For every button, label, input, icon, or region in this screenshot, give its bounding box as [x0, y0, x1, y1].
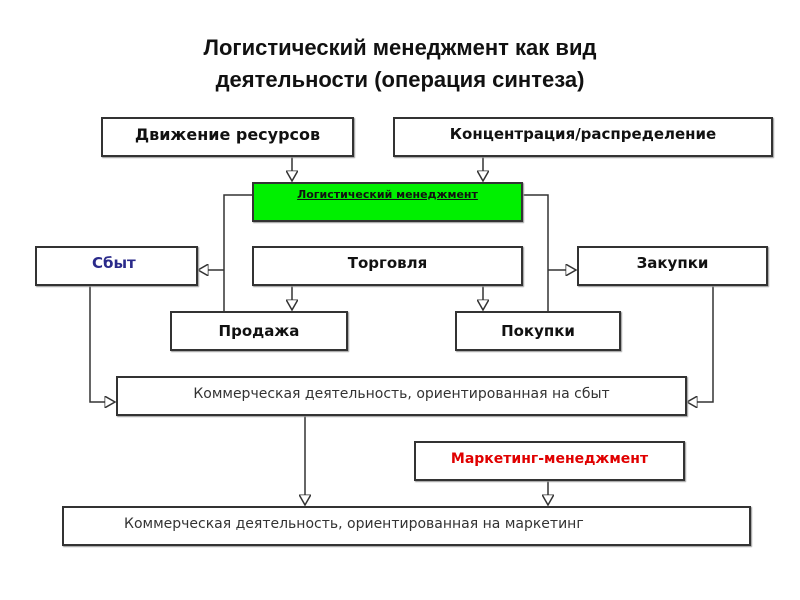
node-purchases: Покупки — [455, 311, 621, 351]
node-concentration: Концентрация/распределение — [393, 117, 773, 157]
node-commerce-sales: Коммерческая деятельность, ориентированн… — [116, 376, 687, 416]
arrow-procurement-commerce — [687, 285, 714, 402]
node-logistics: Логистический менеджмент — [252, 182, 523, 222]
arrow-sales-commerce — [89, 285, 115, 402]
node-marketing: Маркетинг-менеджмент — [414, 441, 685, 481]
node-trade: Торговля — [252, 246, 523, 286]
diagram-title: Логистический менеджмент как вид деятель… — [0, 32, 800, 96]
node-movement: Движение ресурсов — [101, 117, 354, 157]
node-sales: Сбыт — [35, 246, 198, 286]
node-procurement: Закупки — [577, 246, 768, 286]
title-line-1: Логистический менеджмент как вид — [203, 35, 597, 60]
title-line-2: деятельности (операция синтеза) — [215, 67, 585, 92]
node-commerce-marketing: Коммерческая деятельность, ориентированн… — [62, 506, 751, 546]
node-selling: Продажа — [170, 311, 348, 351]
line-logistics-purchases — [522, 194, 549, 311]
line-logistics-selling — [223, 194, 252, 311]
